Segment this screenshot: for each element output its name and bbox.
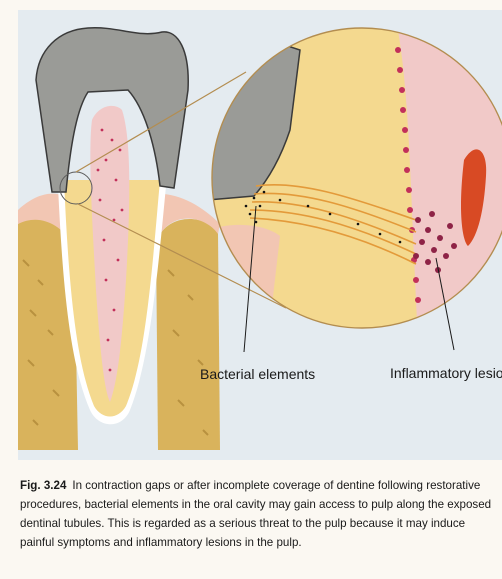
caption-text: In contraction gaps or after incomplete … xyxy=(20,479,491,549)
tooth-diagram: Bacterial elements Inflammatory lesion xyxy=(18,10,502,460)
label-inflammatory-lesion: Inflammatory lesion xyxy=(390,365,502,381)
tooth-illustration xyxy=(18,10,502,460)
figure-number: Fig. 3.24 xyxy=(20,479,66,492)
alveolar-bone-right xyxy=(156,219,220,450)
enlarged-view xyxy=(208,20,502,340)
label-bacterial-elements: Bacterial elements xyxy=(200,366,315,382)
